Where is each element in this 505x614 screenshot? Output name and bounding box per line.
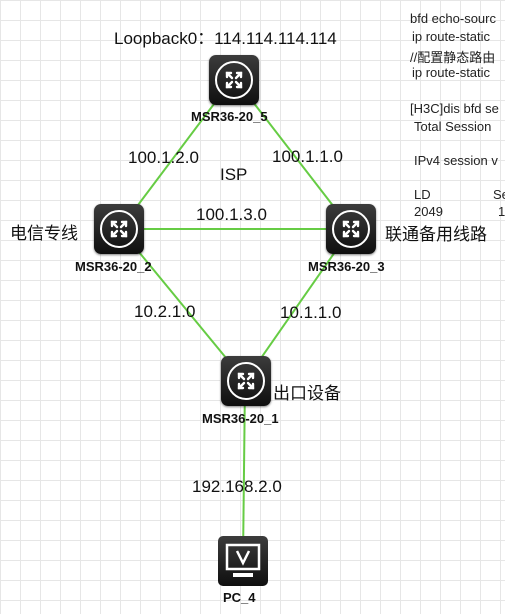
config-line: ip route-static xyxy=(412,65,491,80)
config-line: 2049 xyxy=(414,204,443,219)
router-arrows-icon xyxy=(332,210,370,248)
network-label: 10.2.1.0 xyxy=(134,302,196,321)
network-label: 192.168.2.0 xyxy=(192,477,282,496)
network-label: 10.1.1.0 xyxy=(280,303,342,322)
router-arrows-icon xyxy=(215,61,253,99)
config-line: bfd echo-sourc xyxy=(410,11,496,26)
monitor-icon xyxy=(225,543,261,577)
isp-label: ISP xyxy=(220,165,248,184)
router-icon[interactable] xyxy=(209,55,259,105)
network-label: 100.1.2.0 xyxy=(128,148,199,167)
device-label-r5: MSR36-20_5 xyxy=(191,109,268,124)
config-line: ip route-static xyxy=(412,29,491,44)
pc-icon[interactable] xyxy=(218,536,268,586)
router-arrows-icon xyxy=(100,210,138,248)
link-r3-r1 xyxy=(244,228,352,382)
device-label-r2: MSR36-20_2 xyxy=(75,259,152,274)
link-r2-r1 xyxy=(119,228,246,382)
router-icon[interactable] xyxy=(221,356,271,406)
config-line: 1 xyxy=(498,204,505,219)
router-arrows-icon xyxy=(227,362,265,400)
unicom-backup-label: 联通备用线路 xyxy=(385,225,487,245)
router-icon[interactable] xyxy=(94,204,144,254)
loopback-label: Loopback0：114.114.114.114 xyxy=(114,29,337,48)
network-label: 100.1.1.0 xyxy=(272,147,343,166)
config-line: Se xyxy=(493,187,505,202)
device-label-r3: MSR36-20_3 xyxy=(308,259,385,274)
network-label: 100.1.3.0 xyxy=(196,205,267,224)
device-label-pc: PC_4 xyxy=(223,590,256,605)
link-r1-pc xyxy=(242,380,246,561)
config-line: //配置静态路由 xyxy=(410,50,496,65)
device-label-r1: MSR36-20_1 xyxy=(202,411,279,426)
config-line: LD xyxy=(414,187,431,202)
config-line: [H3C]dis bfd se xyxy=(410,101,499,116)
egress-label: 出口设备 xyxy=(273,384,341,404)
config-line: IPv4 session v xyxy=(414,153,498,168)
router-icon[interactable] xyxy=(326,204,376,254)
telecom-label: 电信专线 xyxy=(10,224,78,244)
config-line: Total Session xyxy=(414,119,492,134)
